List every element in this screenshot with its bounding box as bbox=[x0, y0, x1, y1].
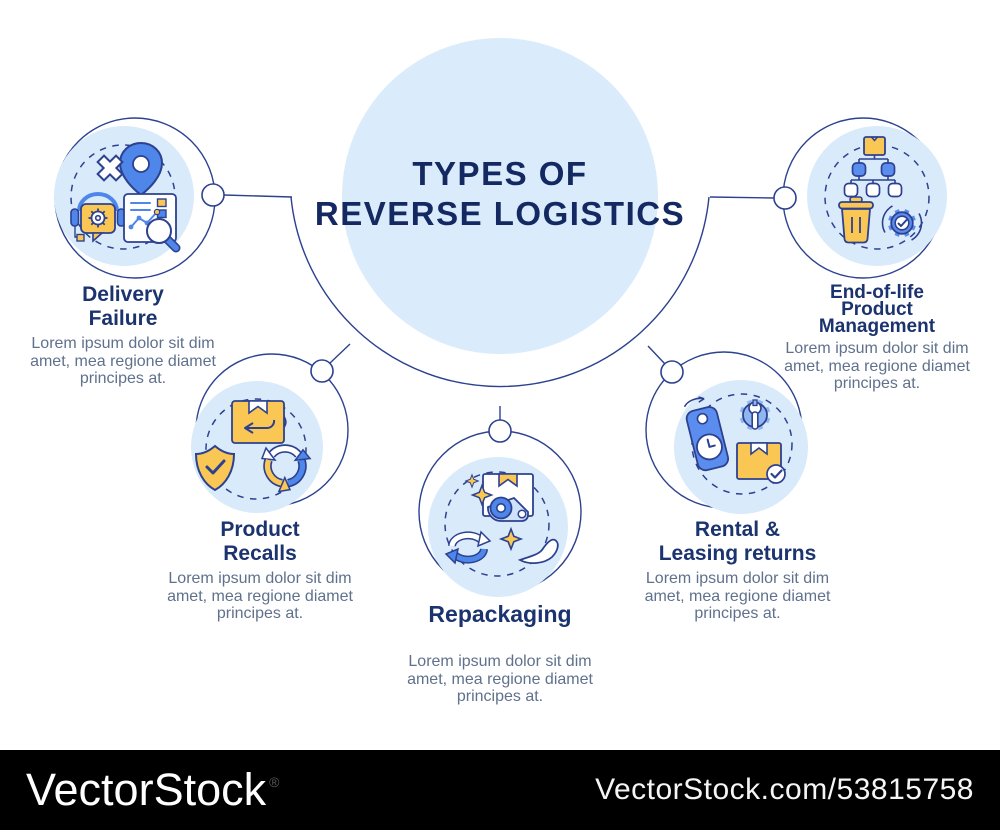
repackaging-icons bbox=[444, 473, 559, 565]
vectorstock-logo: VectorStock® bbox=[26, 764, 280, 815]
page-title: TYPES OF REVERSE LOGISTICS bbox=[0, 154, 1000, 234]
page-title-line1: TYPES OF bbox=[412, 155, 588, 192]
shield-check-icon bbox=[194, 444, 236, 492]
node-title: Repackaging bbox=[428, 601, 572, 627]
magnifier-icon bbox=[146, 218, 172, 244]
vectorstock-url: VectorStock.com/53815758 bbox=[595, 773, 974, 806]
connector-line-delivery bbox=[223, 194, 293, 198]
node-description: Lorem ipsum dolor sit dim amet, mea regi… bbox=[644, 570, 831, 622]
node-title: Delivery Failure bbox=[82, 283, 164, 330]
end-of-life-icons bbox=[838, 136, 923, 244]
connector-dot-delivery bbox=[201, 183, 225, 207]
product-recalls-icons bbox=[194, 400, 312, 493]
label-delivery-failure: Delivery Failure Lorem ipsum dolor sit d… bbox=[18, 283, 228, 388]
x-cross-icon bbox=[96, 154, 124, 182]
connector-dot-recalls bbox=[310, 359, 334, 383]
label-repackaging: Repackaging Lorem ipsum dolor sit dim am… bbox=[385, 600, 615, 706]
node-description: Lorem ipsum dolor sit dim amet, mea regi… bbox=[407, 653, 593, 705]
connector-line-rental bbox=[647, 345, 666, 365]
hand-icon bbox=[517, 538, 559, 564]
node-dashed-circle bbox=[824, 144, 930, 250]
trash-bin-icon bbox=[838, 196, 874, 244]
connector-dot-rental bbox=[660, 360, 684, 384]
gear-check-icon bbox=[881, 202, 923, 244]
connector-line-endoflife bbox=[709, 196, 775, 199]
watermark-bar: VectorStock® VectorStock.com/53815758 bbox=[0, 750, 1000, 830]
connector-dot-endoflife bbox=[773, 186, 797, 210]
connector-lines bbox=[223, 194, 775, 420]
label-product-recalls: Product Recalls Lorem ipsum dolor sit di… bbox=[155, 518, 365, 623]
registered-mark: ® bbox=[269, 774, 280, 790]
price-tag-clock-icon bbox=[683, 396, 730, 472]
node-description: Lorem ipsum dolor sit dim amet, mea regi… bbox=[30, 335, 216, 387]
node-delivery-failure bbox=[54, 117, 216, 279]
node-title: Rental & Leasing returns bbox=[658, 518, 817, 565]
gear-wrench-icon bbox=[739, 399, 771, 431]
page-title-line2: REVERSE LOGISTICS bbox=[314, 195, 686, 232]
rental-icons bbox=[683, 396, 786, 484]
package-tape-dispenser-icon bbox=[482, 473, 534, 522]
node-description: Lorem ipsum dolor sit dim amet, mea regi… bbox=[167, 570, 353, 622]
label-rental-leasing-returns: Rental & Leasing returns Lorem ipsum dol… bbox=[630, 518, 845, 623]
broken-delivery-pin-icon bbox=[118, 141, 164, 197]
gear-icon bbox=[88, 208, 108, 228]
node-end-of-life bbox=[782, 117, 947, 279]
sparkles-icon bbox=[464, 473, 524, 552]
connector-dot-repackaging bbox=[488, 419, 512, 443]
node-rental-leasing-returns bbox=[645, 351, 808, 514]
recycle-arrows-icon bbox=[260, 444, 312, 493]
connector-line-recalls bbox=[328, 343, 351, 365]
connector-dots bbox=[201, 183, 797, 443]
diagram-graphics bbox=[54, 38, 947, 597]
analytics-report-magnifier-icon bbox=[123, 193, 181, 253]
label-end-of-life: End-of-life Product Management Lorem ips… bbox=[772, 282, 982, 393]
node-product-recalls bbox=[191, 353, 349, 513]
node-title: End-of-life Product Management bbox=[818, 282, 936, 337]
node-title: Product Recalls bbox=[220, 518, 300, 565]
node-dashed-circle bbox=[205, 398, 307, 500]
main-arc bbox=[290, 196, 710, 388]
return-package-icon bbox=[231, 400, 287, 444]
refresh-arrows-icon bbox=[444, 530, 492, 565]
package-check-icon bbox=[736, 442, 786, 484]
node-repackaging bbox=[418, 430, 582, 597]
delivery-failure-icons bbox=[70, 141, 181, 253]
center-circle bbox=[342, 38, 658, 354]
node-description: Lorem ipsum dolor sit dim amet, mea regi… bbox=[784, 340, 970, 392]
node-dashed-circle bbox=[444, 471, 550, 577]
